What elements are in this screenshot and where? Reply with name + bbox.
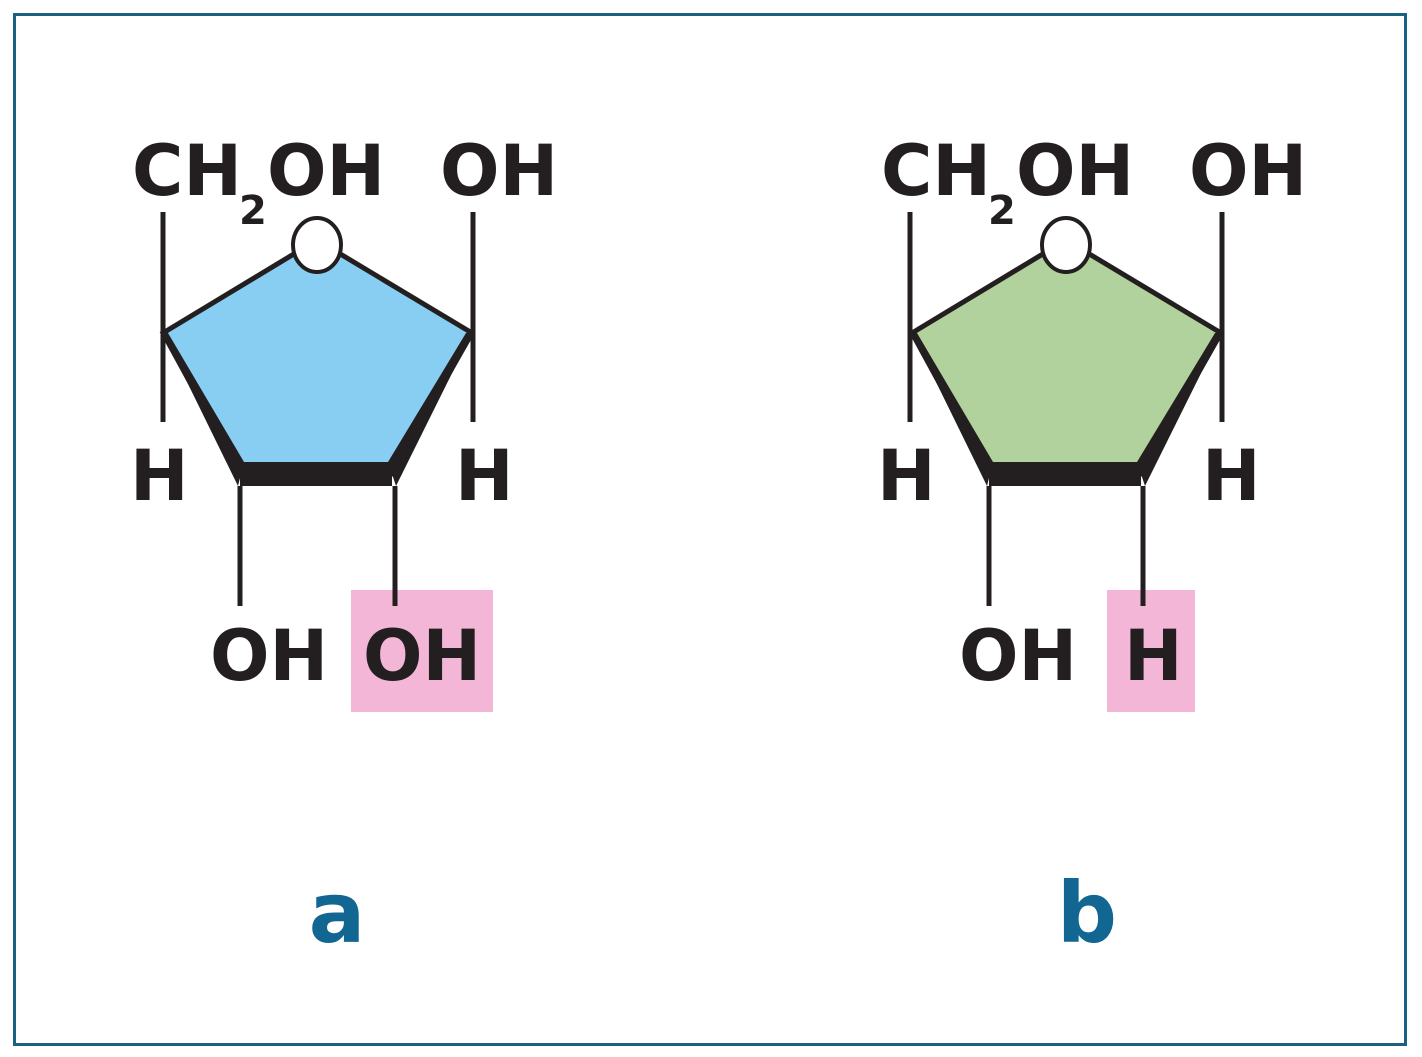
panel-b-bottom-left-oh: OH: [959, 615, 1077, 697]
panel-a-ribose: CH 2 OH OH H H OH OH a: [130, 130, 558, 962]
panel-a-front-bond: [240, 462, 392, 486]
panel-a-top-left-subscript: 2: [239, 188, 267, 234]
panel-b-top-left-oh: OH: [1016, 130, 1134, 212]
panel-b-deoxyribose: CH 2 OH OH H H OH H b: [877, 130, 1307, 962]
panel-b-front-bond: [989, 462, 1141, 486]
panel-b-ring: [908, 237, 1225, 477]
panel-b-right-wedge: [1137, 333, 1221, 486]
figure-frame: [13, 13, 1407, 1046]
panel-a-label: a: [309, 864, 366, 962]
panel-a-ring-oxygen: [291, 216, 343, 274]
panel-a-mid-right-h: H: [455, 435, 514, 517]
panel-b-top-right-oh: OH: [1189, 130, 1307, 212]
panel-b-mid-left-h: H: [877, 435, 936, 517]
panel-b-ring-oxygen: [1040, 216, 1092, 274]
panel-a-bottom-right-oh: OH: [363, 615, 481, 697]
panel-a-top-left-oh: OH: [267, 130, 385, 212]
panel-b-left-wedge: [912, 333, 993, 486]
panel-a-ring: [159, 237, 476, 477]
panel-a-top-left-ch: CH: [132, 130, 242, 212]
panel-a-right-wedge: [388, 333, 472, 486]
panel-b-top-left-ch: CH: [881, 130, 991, 212]
panel-b-bottom-right-h: H: [1124, 615, 1183, 697]
panel-a-bottom-left-oh: OH: [210, 615, 328, 697]
panel-b-highlight-box: [1107, 590, 1195, 712]
panel-b-label: b: [1057, 864, 1117, 962]
panel-a-highlight-box: [351, 590, 493, 712]
panel-a-top-right-oh: OH: [440, 130, 558, 212]
panel-b-mid-right-h: H: [1202, 435, 1261, 517]
panel-a-mid-left-h: H: [130, 435, 189, 517]
panel-b-top-left-subscript: 2: [988, 188, 1016, 234]
panel-a-left-wedge: [163, 333, 244, 486]
